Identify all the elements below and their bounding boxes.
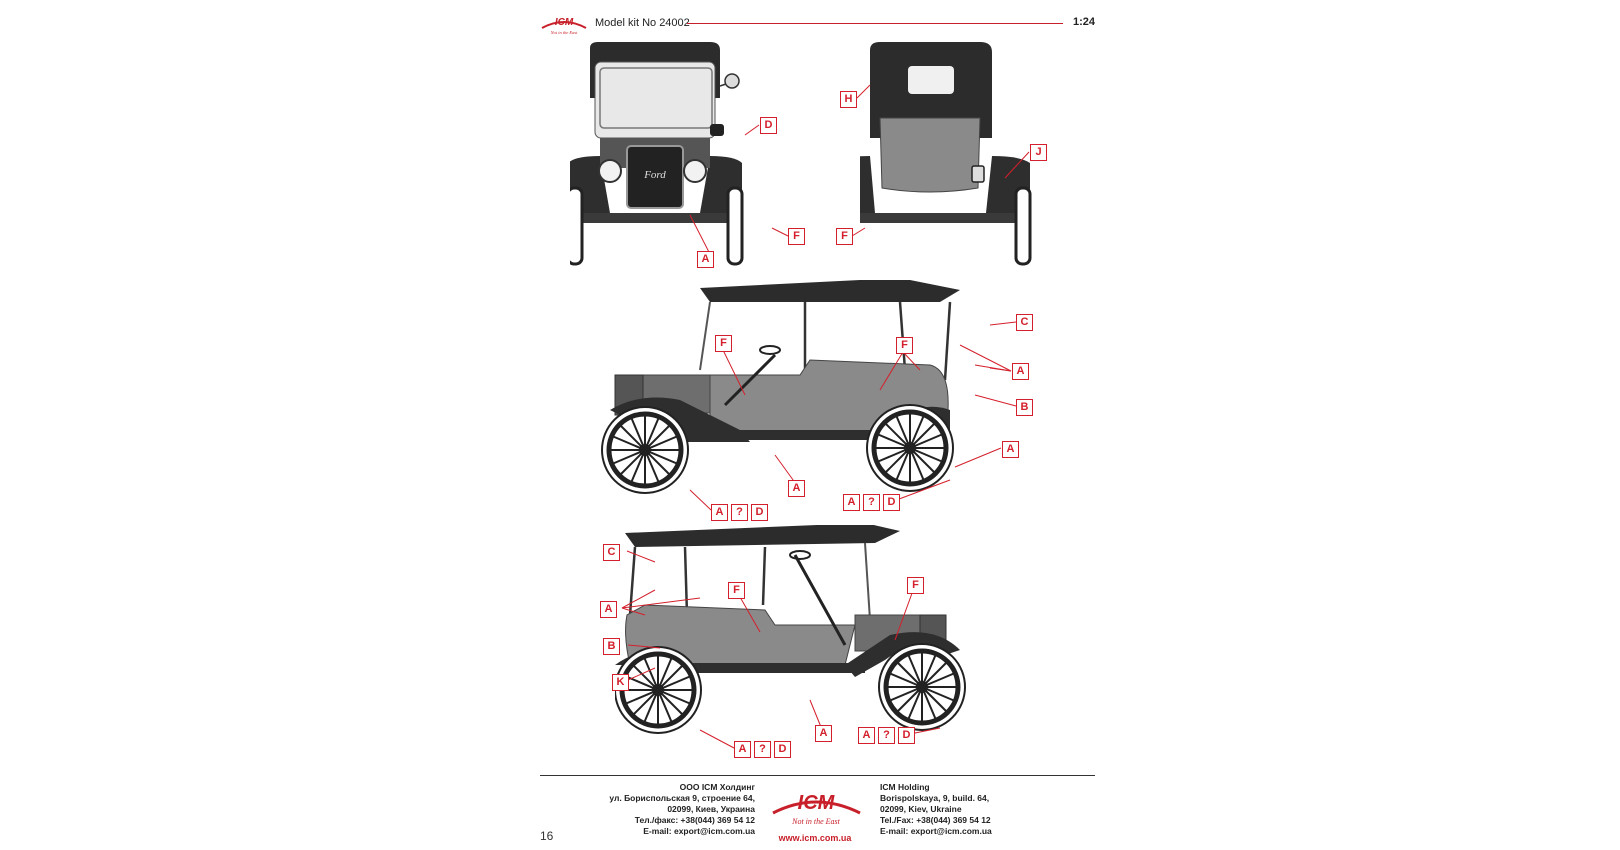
address-line: ООО ICM Холдинг bbox=[679, 782, 755, 792]
website-link[interactable]: www.icm.com.ua bbox=[778, 833, 852, 843]
header-rule bbox=[687, 23, 1063, 24]
page-number: 16 bbox=[540, 829, 554, 843]
callout-d: D bbox=[883, 494, 900, 511]
left-side-view bbox=[601, 280, 960, 494]
callout-a-left-3: A bbox=[788, 480, 805, 497]
callout-group-front-wheel-left: A ? D bbox=[711, 504, 768, 521]
callout-f-left-1: F bbox=[715, 335, 732, 352]
callout-unknown: ? bbox=[863, 494, 880, 511]
icm-slogan: Not in the East bbox=[550, 30, 579, 35]
address-line: E-mail: export@icm.com.ua bbox=[880, 826, 992, 836]
callout-group-front-wheel-right: A ? D bbox=[858, 727, 915, 744]
icm-slogan: Not in the East bbox=[791, 817, 841, 826]
address-line: ICM Holding bbox=[880, 782, 930, 792]
address-line: Tel./Fax: +38(044) 369 54 12 bbox=[880, 815, 991, 825]
address-english: ICM Holding Borispolskaya, 9, build. 64,… bbox=[880, 782, 1100, 837]
callout-f-right-2: F bbox=[907, 577, 924, 594]
right-side-view bbox=[615, 525, 966, 734]
callout-a: A bbox=[858, 727, 875, 744]
callout-d: D bbox=[898, 727, 915, 744]
rear-view bbox=[860, 42, 1032, 266]
address-line: Borispolskaya, 9, build. 64, bbox=[880, 793, 990, 803]
footer-rule bbox=[540, 775, 1095, 776]
address-russian: ООО ICM Холдинг ул. Бориспольская 9, стр… bbox=[540, 782, 755, 837]
address-line: E-mail: export@icm.com.ua bbox=[643, 826, 755, 836]
callout-unknown: ? bbox=[754, 741, 771, 758]
callout-unknown: ? bbox=[878, 727, 895, 744]
callout-a: A bbox=[711, 504, 728, 521]
callout-group-rear-wheel-left: A ? D bbox=[843, 494, 900, 511]
callout-a: A bbox=[843, 494, 860, 511]
callout-f-right-1: F bbox=[728, 582, 745, 599]
address-line: 02099, Киев, Украина bbox=[667, 804, 755, 814]
callout-unknown: ? bbox=[731, 504, 748, 521]
callout-a-right-2: A bbox=[815, 725, 832, 742]
model-kit-number: Model kit No 24002 bbox=[595, 17, 690, 29]
callout-b-right: B bbox=[603, 638, 620, 655]
ford-grille-script: Ford bbox=[643, 169, 666, 181]
callout-f-rear: F bbox=[836, 228, 853, 245]
front-wheel-right bbox=[878, 643, 966, 731]
callout-d: D bbox=[751, 504, 768, 521]
callout-k-right: K bbox=[612, 674, 629, 691]
callout-h-rear: H bbox=[840, 91, 857, 108]
callout-c-left: C bbox=[1016, 314, 1033, 331]
callout-f-front: F bbox=[788, 228, 805, 245]
callout-b-left: B bbox=[1016, 399, 1033, 416]
callout-a-right-1: A bbox=[600, 601, 617, 618]
callout-a-left-2: A bbox=[1002, 441, 1019, 458]
address-line: ул. Бориспольская 9, строение 64, bbox=[609, 793, 755, 803]
rear-wheel-left bbox=[866, 404, 954, 492]
callout-d: D bbox=[774, 741, 791, 758]
address-line: 02099, Kiev, Ukraine bbox=[880, 804, 962, 814]
callout-f-left-2: F bbox=[896, 337, 913, 354]
front-wheel-left bbox=[601, 406, 689, 494]
address-line: Тел./факс: +38(044) 369 54 12 bbox=[634, 815, 755, 825]
icm-logo-text: ICM bbox=[798, 792, 836, 814]
callout-a-left-1: A bbox=[1012, 363, 1029, 380]
callout-j-rear: J bbox=[1030, 144, 1047, 161]
callout-c-right: C bbox=[603, 544, 620, 561]
icm-logo-small: ICM Not in the East bbox=[541, 17, 587, 35]
front-view: Ford bbox=[570, 42, 744, 266]
callout-a: A bbox=[734, 741, 751, 758]
scale-label: 1:24 bbox=[1072, 16, 1095, 28]
icm-logo-text: ICM bbox=[555, 17, 574, 28]
callout-group-rear-wheel-right: A ? D bbox=[734, 741, 791, 758]
callout-a-front: A bbox=[697, 251, 714, 268]
page-header: ICM Not in the East Model kit No 24002 1… bbox=[540, 12, 1095, 36]
icm-logo: ICM Not in the East bbox=[772, 792, 861, 826]
callout-d-front: D bbox=[760, 117, 777, 134]
